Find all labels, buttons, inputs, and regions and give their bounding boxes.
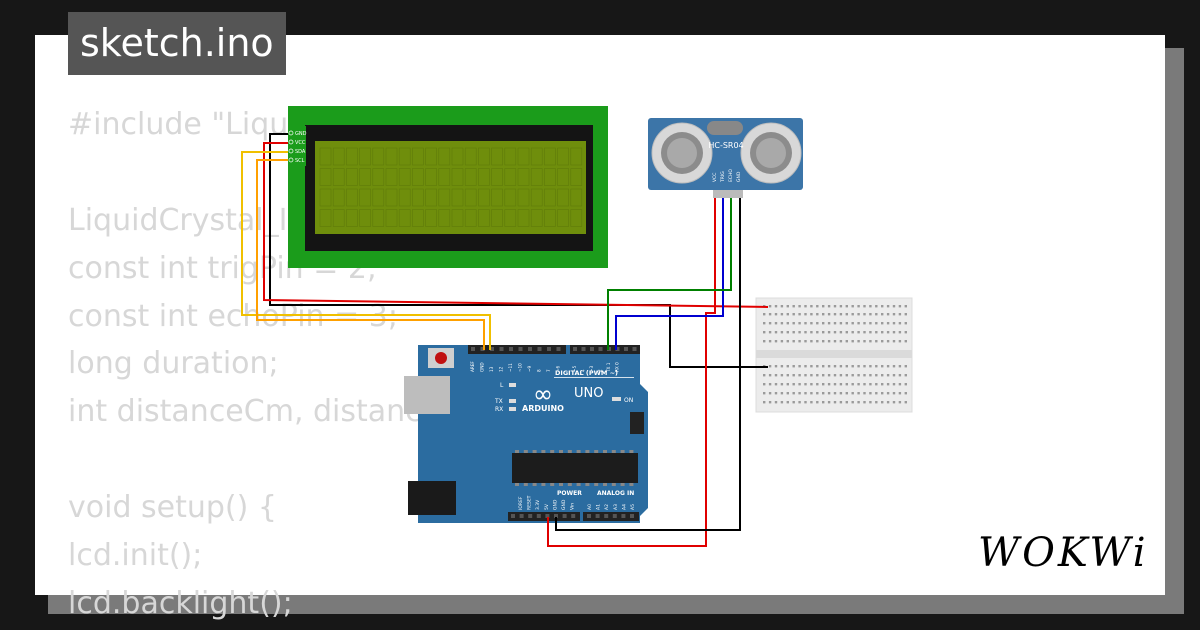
wire-lcd-vcc [263,142,769,308]
power-pin-label: GND [552,499,558,510]
pin-label: AREF [470,361,475,372]
wire-sensor-gnd [555,198,741,531]
pin-label: ~6 [556,365,561,372]
power-pin-label: Vin [570,503,576,510]
pin-label: ~10 [518,363,523,372]
pin-label: ~11 [508,363,513,372]
sensor-pin-gnd: GND [736,171,742,182]
lcd-pin-scl: SCL [295,158,305,164]
sensor-pin-trig: TRIG [720,171,726,183]
pin-label: 12 [499,366,504,372]
wires [241,133,769,547]
arduino-logo: ∞ [533,380,553,408]
pin-label: 13 [489,366,494,372]
board-brand: ARDUINO [522,404,564,413]
pin-label: GND [480,362,485,372]
pin-label: ~3 [589,365,594,372]
pin-label: ~5 [572,365,577,372]
sensor-pin-echo: ECHO [728,169,734,182]
analog-pin-label: A3 [613,504,619,510]
wire-lcd-scl [256,159,485,350]
wokwi-logo: WOKWi [978,530,1149,576]
pin-label: 8 [537,369,542,372]
pin-label: 2 [598,369,603,372]
wire-lcd-sda [241,151,491,350]
lcd-pin-vcc: VCC [295,140,306,146]
wire-sensor-echo [607,198,732,350]
code-line: lcd.backlight(); [68,585,293,621]
power-pin-label: 3.3V [535,499,541,510]
sensor-pin-vcc: VCC [712,173,718,182]
code-line: void setup() { [68,490,277,526]
analog-pin-label: A4 [621,504,627,510]
breadboard[interactable] [755,297,913,413]
lcd-pin-sda: SDA [295,149,306,155]
ultrasonic-sensor[interactable]: HC-SR04 VCC TRIG ECHO GND [648,118,803,198]
pin-label: 7 [546,369,551,372]
wire-lcd-gnd [269,133,768,368]
pin-label: 4 [581,369,586,372]
reset-button[interactable] [435,352,447,364]
digital-label: DIGITAL (PWM ~) [555,369,618,377]
code-line: const int trigPin = 2; [68,250,378,286]
lcd-pin-labels: GND VCC SDA SCL [288,130,307,164]
analog-pin-label: A2 [604,504,610,510]
analog-label: ANALOG IN [597,490,634,497]
analog-pin-label: A0 [587,504,593,510]
power-pin-label: RESET [527,495,533,510]
on-label: ON [624,397,633,404]
board-model: UNO [574,386,603,401]
led-label-tx: TX [494,398,503,405]
sensor-model-label: HC-SR04 [708,141,743,150]
pin-label: ~9 [527,365,532,372]
analog-pin-label: A5 [630,504,636,510]
wire-sensor-trig [615,198,724,350]
code-line: long duration; [68,346,279,382]
pin-label: TX 1 [606,362,611,373]
analog-pin-label: A1 [596,504,602,510]
lcd-pin-gnd: GND [295,131,307,137]
pin-label: RX 0 [615,362,620,372]
file-title: sketch.ino [68,12,286,75]
code-line: const int echoPin = 3; [68,298,398,334]
code-line: lcd.init(); [68,538,203,574]
led-label-l: L [500,382,504,389]
power-label: POWER [557,490,582,497]
power-pin-label: IOREF [518,496,524,510]
lcd-display[interactable]: GND VCC SDA SCL [288,106,608,268]
led-label-rx: RX [495,406,503,413]
wire-sensor-vcc [547,198,716,547]
power-pin-label: 5V [544,503,550,510]
power-pin-label: GND [561,499,567,510]
